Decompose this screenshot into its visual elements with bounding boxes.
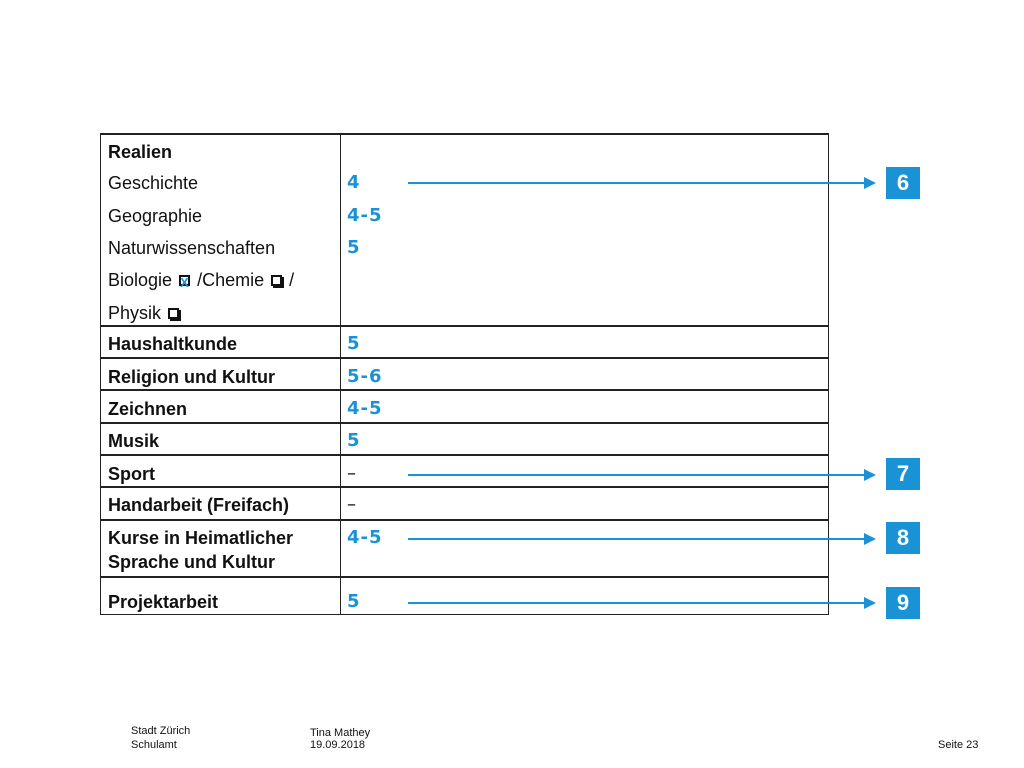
- zeichnen-value: 4-5: [347, 398, 383, 419]
- badge-8: 8: [886, 522, 920, 554]
- row-divider: [100, 325, 829, 327]
- arrow-right-icon: [408, 469, 876, 481]
- footer-org-line1: Stadt Zürich: [131, 725, 191, 737]
- row-divider: [100, 422, 829, 424]
- row-divider: [100, 389, 829, 391]
- row-divider: [100, 357, 829, 359]
- slash-separator: /: [289, 270, 295, 290]
- musik-label: Musik: [108, 431, 160, 451]
- badge-9: 9: [886, 587, 920, 619]
- row-divider: [100, 576, 829, 578]
- badge-6: 6: [886, 167, 920, 199]
- geographie-value: 4-5: [347, 205, 383, 226]
- haushaltkunde-value: 5: [347, 333, 361, 354]
- kurse-label-line2: Sprache und Kultur: [108, 552, 276, 572]
- row-divider: [100, 486, 829, 488]
- realien-heading: Realien: [108, 142, 173, 162]
- biologie-label: Biologie: [108, 270, 173, 290]
- naturwissenschaften-value: 5: [347, 237, 361, 258]
- sport-value: –: [347, 463, 357, 484]
- footer-page-number: Seite 23: [938, 739, 979, 751]
- chemie-checkbox[interactable]: [271, 275, 283, 286]
- physik-label: Physik: [108, 303, 162, 323]
- physik-line: Physik: [108, 302, 181, 324]
- subject-table: [100, 133, 829, 615]
- musik-value: 5: [347, 430, 361, 451]
- arrow-right-icon: [408, 533, 876, 545]
- badge-7: 7: [886, 458, 920, 490]
- footer-date: 19.09.2018: [310, 739, 366, 751]
- biologie-checkbox[interactable]: [179, 272, 191, 294]
- geschichte-label: Geschichte: [108, 173, 199, 193]
- handarbeit-value: –: [347, 494, 357, 515]
- geographie-label: Geographie: [108, 206, 203, 226]
- handarbeit-label: Handarbeit (Freifach): [108, 495, 290, 515]
- religion-value: 5-6: [347, 366, 383, 387]
- footer-org-line2: Schulamt: [131, 739, 177, 751]
- row-divider: [100, 519, 829, 521]
- row-divider: [100, 454, 829, 456]
- geschichte-value: 4: [347, 172, 361, 193]
- religion-label: Religion und Kultur: [108, 367, 275, 387]
- projektarbeit-label: Projektarbeit: [108, 592, 219, 612]
- kurse-label-line1: Kurse in Heimatlicher: [108, 528, 294, 548]
- biologie-chemie-line: Biologie /Chemie /: [108, 269, 295, 294]
- arrow-right-icon: [408, 177, 876, 189]
- haushaltkunde-label: Haushaltkunde: [108, 334, 238, 354]
- chemie-label: /Chemie: [197, 270, 265, 290]
- zeichnen-label: Zeichnen: [108, 399, 188, 419]
- sport-label: Sport: [108, 464, 155, 484]
- physik-checkbox[interactable]: [168, 308, 180, 319]
- footer-author: Tina Mathey: [310, 727, 371, 739]
- projektarbeit-value: 5: [347, 591, 361, 612]
- naturwissenschaften-label: Naturwissenschaften: [108, 238, 276, 258]
- column-divider: [340, 133, 341, 615]
- kurse-value: 4-5: [347, 527, 383, 548]
- arrow-right-icon: [408, 597, 876, 609]
